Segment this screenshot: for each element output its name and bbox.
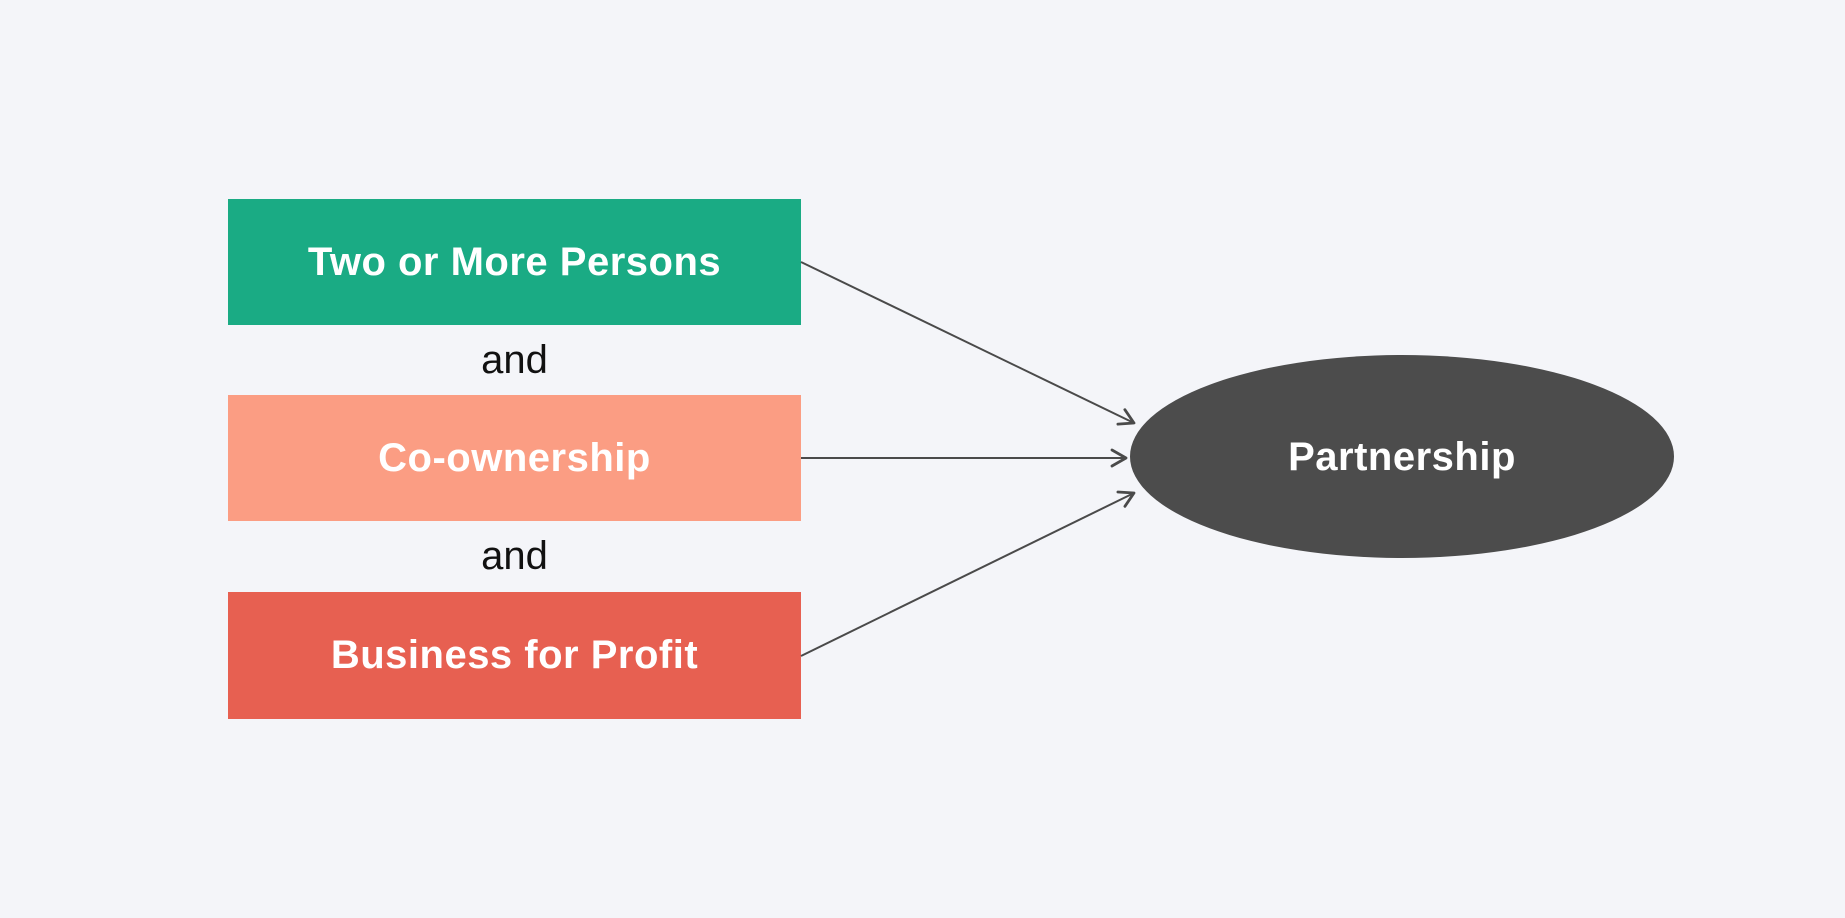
connector-and-2: and: [228, 521, 801, 592]
node-two-or-more-persons: Two or More Persons: [228, 199, 801, 325]
node-business-for-profit-label: Business for Profit: [330, 633, 699, 677]
node-co-ownership: Co-ownership: [228, 395, 801, 521]
edge-two-or-more-persons-to-partnership: [800, 261, 1136, 426]
connector-and-1: and: [228, 325, 801, 395]
node-partnership-label: Partnership: [1288, 435, 1516, 479]
node-two-or-more-persons-label: Two or More Persons: [307, 239, 722, 284]
edge-business-for-profit-to-partnership: [800, 490, 1136, 657]
node-partnership: [1130, 355, 1674, 558]
node-co-ownership-label: Co-ownership: [378, 435, 651, 480]
connector-and-2-label: and: [481, 534, 548, 578]
connector-and-1-label: and: [481, 337, 548, 382]
node-business-for-profit: Business for Profit: [228, 592, 801, 719]
